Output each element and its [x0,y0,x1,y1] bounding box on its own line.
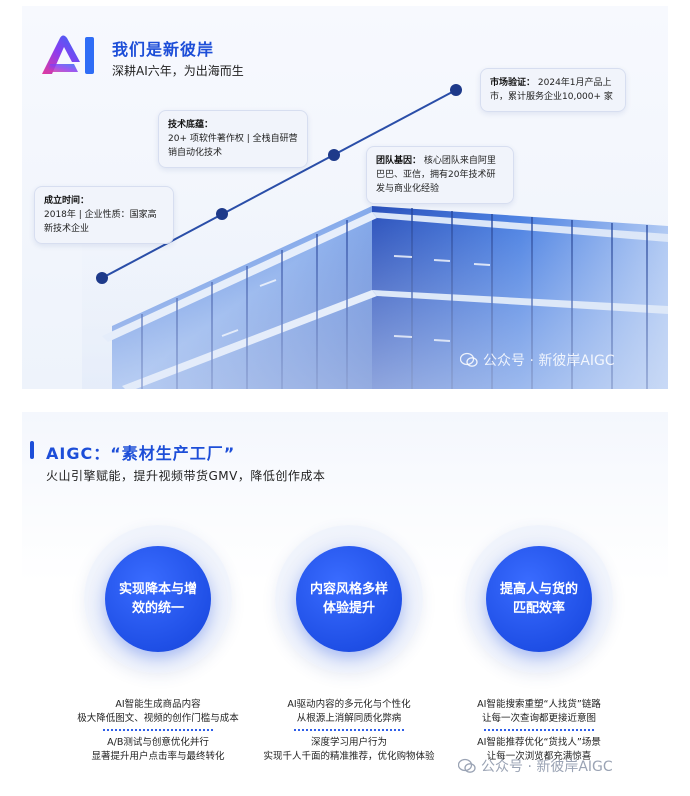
timeline-card-heading: 市场验证： [490,78,536,88]
pillar-circle-match: 提高人与货的匹配效率 [465,525,613,673]
pillar-description: AI驱动内容的多元化与个性化 从根源上消解同质化弊病 深度学习用户行为 实现千人… [249,698,449,764]
brand-logo-icon [42,35,94,74]
timeline-card-text: 2018年 | 企业性质：国家高新技术企业 [44,210,157,234]
desc-line: A/B测试与创意优化并行 [107,737,209,748]
pillar-circle-label: 提高人与货的匹配效率 [486,546,592,652]
wechat-icon [460,352,478,367]
intro-slide: 我们是新彼岸 深耕AI六年，为出海而生 成立时间： 2018年 | 企业性质：国… [22,6,668,389]
timeline-card-tech: 技术底蕴： 20+ 项软件著作权 | 全栈自研营销自动化技术 [158,110,308,168]
aigc-title: AIGC：“素材生产工厂” [46,444,236,463]
timeline-card-market: 市场验证： 2024年1月产品上市，累计服务企业10,000+ 家 [480,68,626,112]
watermark: 公众号 · 新彼岸AIGC [458,756,613,776]
pillar-circle-cost: 实现降本与增效的统一 [84,525,232,673]
pillar-circle-style: 内容风格多样体验提升 [275,525,423,673]
timeline-card-heading: 成立时间： [44,196,90,206]
desc-line: AI智能推荐优化“货找人”场景 [477,737,601,748]
pillar-circle-label: 实现降本与增效的统一 [105,546,211,652]
dotted-divider [103,729,213,731]
desc-line: AI智能搜索重塑“人找货”链路 [477,699,601,710]
timeline-dot [328,149,340,161]
wechat-icon [458,758,476,773]
aigc-slide: AIGC：“素材生产工厂” 火山引擎赋能，提升视频带货GMV，降低创作成本 实现… [22,412,668,792]
dotted-divider [294,729,404,731]
timeline-card-team: 团队基因： 核心团队来自阿里巴巴、亚信，拥有20年技术研发与商业化经验 [366,146,514,204]
desc-line: AI智能生成商品内容 [115,699,201,710]
timeline-card-founded: 成立时间： 2018年 | 企业性质：国家高新技术企业 [34,186,174,244]
watermark-text: 公众号 · 新彼岸AIGC [483,353,615,369]
timeline-card-text: 2024年1月产品上市，累计服务企业10,000+ 家 [490,78,613,102]
desc-line: 实现千人千面的精准推荐，优化购物体验 [263,751,435,762]
pillar-description: AI智能搜索重塑“人找货”链路 让每一次查询都更接近意图 AI智能推荐优化“货找… [439,698,639,764]
desc-line: 极大降低图文、视频的创作门槛与成本 [77,713,239,724]
timeline-card-text: 20+ 项软件著作权 | 全栈自研营销自动化技术 [168,134,298,158]
timeline-card-heading: 技术底蕴： [168,120,214,130]
desc-line: 让每一次查询都更接近意图 [481,713,596,724]
desc-line: 从根源上消解同质化弊病 [296,713,402,724]
desc-line: 显著提升用户点击率与最终转化 [91,751,225,762]
pillar-circle-label: 内容风格多样体验提升 [296,546,402,652]
brand-subtitle: 深耕AI六年，为出海而生 [112,64,244,78]
desc-line: 深度学习用户行为 [310,737,387,748]
dotted-divider [484,729,594,731]
desc-line: 让每一次浏览都充满惊喜 [486,751,592,762]
timeline-dot [450,84,462,96]
timeline-card-text: 核心团队来自阿里巴巴、亚信，拥有20年技术研发与商业化经验 [376,156,496,194]
watermark: 公众号 · 新彼岸AIGC [460,350,615,370]
title-accent-bar [30,441,34,459]
desc-line: AI驱动内容的多元化与个性化 [287,699,411,710]
glass-building-image [82,186,668,389]
pillar-description: AI智能生成商品内容 极大降低图文、视频的创作门槛与成本 A/B测试与创意优化并… [58,698,258,764]
watermark-text: 公众号 · 新彼岸AIGC [481,759,613,775]
aigc-subtitle: 火山引擎赋能，提升视频带货GMV，降低创作成本 [46,469,326,483]
timeline-card-heading: 团队基因： [376,156,422,166]
brand-title: 我们是新彼岸 [112,40,215,59]
